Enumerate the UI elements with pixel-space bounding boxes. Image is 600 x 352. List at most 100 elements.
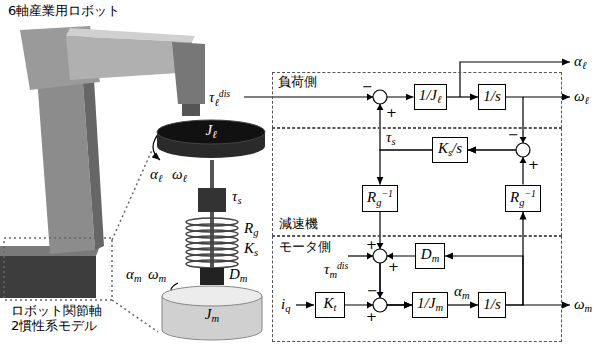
- block-text: Ks/s: [438, 140, 462, 159]
- signal-connector: [380, 150, 432, 185]
- signal-label: iq: [281, 296, 290, 315]
- drawing-path: [367, 253, 373, 260]
- symbol-subscript: g: [519, 196, 524, 207]
- damping-label: Dm: [229, 266, 247, 285]
- signal-connector: [506, 212, 523, 306]
- block-text: Jℓ: [155, 122, 267, 141]
- sum-sign: +: [366, 238, 377, 251]
- symbol-base: K: [438, 140, 448, 156]
- symbol-part: 1: [483, 88, 491, 104]
- drawing-circle: [373, 249, 387, 263]
- drawing-path: [460, 62, 570, 97]
- symbol-base: i: [281, 296, 285, 312]
- region-label: モータ側: [279, 240, 331, 255]
- drawing-path: [520, 157, 527, 163]
- symbol-base: J: [205, 122, 212, 138]
- symbol-subscript: m: [435, 303, 443, 314]
- ratio-label: Rg: [244, 220, 258, 239]
- transfer-block: Rg−1: [362, 185, 398, 212]
- drawing-path: [296, 304, 314, 305]
- symbol-subscript: ℓ: [582, 60, 586, 71]
- symbol-subscript: ℓ: [585, 95, 589, 106]
- symbol-base: J: [429, 295, 436, 311]
- signal-label: τs: [386, 129, 395, 148]
- symbol-subscript: s: [391, 136, 395, 147]
- drawing-path: [367, 94, 373, 101]
- drawing-path: [377, 104, 384, 110]
- symbol-subscript: s: [237, 195, 241, 206]
- transfer-block: Rg−1: [505, 185, 541, 212]
- block-text: 1/Jm: [417, 295, 443, 314]
- stiffness-label: Ks: [244, 240, 258, 259]
- symbol-superscript: dis: [337, 260, 348, 271]
- signal-connector: [468, 150, 523, 185]
- transfer-block: 1/s: [478, 292, 506, 318]
- symbol-subscript: s: [448, 148, 452, 159]
- symbol-base: D: [229, 266, 240, 282]
- symbol-subscript: ℓ: [212, 129, 216, 140]
- symbol-subscript: m: [212, 313, 220, 324]
- block-text: Kt: [324, 295, 337, 314]
- signal-label: αℓ: [574, 53, 586, 72]
- symbol-subscript: m: [240, 273, 248, 284]
- drawing-path: [377, 243, 384, 249]
- symbol-subscript: ℓ: [183, 173, 187, 184]
- symbol-subscript: m: [462, 290, 470, 301]
- signal-connector: [380, 256, 415, 305]
- transfer-block: Kt: [315, 292, 345, 318]
- symbol-part: 1: [483, 296, 491, 312]
- block-text: Jm: [160, 306, 264, 325]
- symbol-base: J: [205, 306, 212, 322]
- symbol-base: τ: [324, 261, 329, 277]
- drawing-path: [523, 304, 570, 305]
- sum-sign: −: [362, 80, 373, 93]
- signal-connector: [448, 304, 478, 305]
- sum-sign: −: [508, 128, 519, 141]
- symbol-part: 1: [417, 295, 425, 311]
- sum-sign: +: [366, 310, 377, 323]
- symbol-subscript: m: [432, 254, 440, 265]
- drawing-path: [520, 137, 527, 143]
- drawing-rect: [198, 188, 226, 212]
- block-text: Dm: [421, 246, 439, 265]
- symbol-subscript: m: [329, 269, 337, 280]
- symbol-subscript: t: [334, 303, 337, 314]
- drawing-rect: [182, 104, 200, 116]
- signal-connector: [447, 96, 479, 97]
- fraction-slash: /: [491, 88, 495, 104]
- drawing-rect: [4, 238, 112, 300]
- symbol-part: s: [456, 140, 462, 156]
- region-label: 負荷側: [278, 75, 317, 90]
- sum-sign: +: [388, 260, 399, 273]
- drawing-line: [112, 150, 152, 240]
- drawing-ellipse: [157, 120, 265, 144]
- sum-sign: −: [367, 284, 378, 297]
- block-text: 1/s: [483, 88, 501, 105]
- block-text: 1/s: [483, 296, 501, 313]
- symbol-subscript: ℓ: [437, 95, 441, 106]
- drawing-polygon: [172, 42, 205, 104]
- symbol-base: R: [510, 189, 519, 205]
- symbol-base: R: [244, 220, 253, 236]
- drawing-path: [523, 96, 570, 97]
- transfer-block: Ks/s: [432, 137, 468, 163]
- symbol-base: τ: [232, 188, 237, 204]
- drawing-rect: [200, 268, 224, 285]
- symbol-base: α: [126, 266, 134, 282]
- block-text: Rg−1: [367, 188, 393, 209]
- drawing-ellipse: [162, 286, 262, 306]
- drawing-g: [186, 218, 238, 268]
- signal-label: ωℓ: [574, 88, 589, 107]
- symbol-base: α: [150, 166, 158, 182]
- drawing-polygon: [0, 256, 96, 298]
- transfer-block: 1/s: [478, 84, 506, 110]
- drawing-path: [387, 253, 393, 260]
- symbol-subscript: ℓ: [158, 173, 162, 184]
- drawing-line: [112, 300, 158, 332]
- drawing-circle: [516, 143, 530, 157]
- figure-title: 6軸産業用ロボット: [8, 4, 120, 19]
- region-label: 減速機: [279, 217, 318, 232]
- signal-label: ωm: [574, 296, 592, 315]
- region-band: 負荷側1/Jℓ1/s: [272, 72, 562, 128]
